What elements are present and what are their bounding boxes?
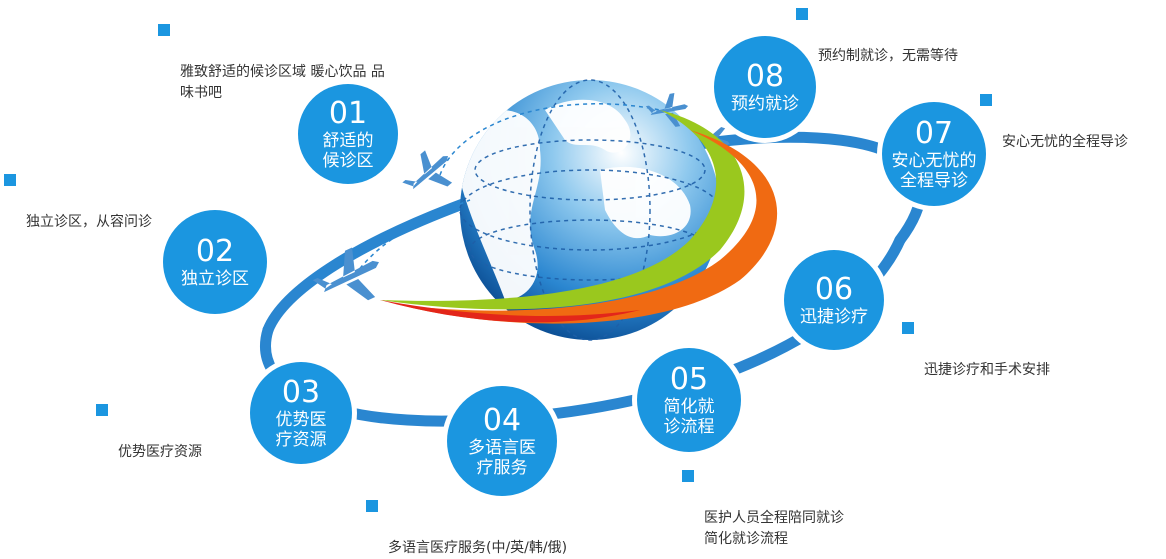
step-circle-04: 04 多语言医 疗服务 (447, 386, 557, 496)
square-bullet-icon (902, 322, 914, 334)
step-circle-06: 06 迅捷诊疗 (784, 250, 884, 350)
note-text: 多语言医疗服务(中/英/韩/俄) (388, 540, 568, 556)
step-label: 独立诊区 (181, 269, 249, 289)
step-number: 06 (814, 272, 854, 307)
step-number: 07 (914, 116, 954, 151)
note-waiting-area: 雅致舒适的候诊区域 暖心饮品 品 味书吧 (158, 20, 460, 104)
step-number: 01 (328, 96, 368, 131)
airplane-icon (312, 247, 379, 301)
note-text: 迅捷诊疗和手术安排 (924, 362, 1050, 378)
step-label: 多语言医 疗服务 (468, 438, 536, 478)
note-text: 雅致舒适的候诊区域 暖心饮品 品 味书吧 (180, 64, 385, 101)
note-private-area: 独立诊区，从容问诊 (4, 170, 226, 233)
step-number: 08 (745, 59, 785, 94)
note-text: 预约制就诊，无需等待 (818, 48, 958, 64)
note-text: 独立诊区，从容问诊 (26, 214, 152, 230)
note-multilingual: 多语言医疗服务(中/英/韩/俄) (366, 496, 648, 559)
step-circle-05: 05 简化就 诊流程 (637, 348, 741, 452)
step-label: 预约就诊 (731, 94, 799, 114)
ribbon-red (380, 300, 640, 323)
note-fast-treatment: 迅捷诊疗和手术安排 (902, 318, 1124, 381)
airplane-icon (402, 150, 453, 190)
step-number: 03 (281, 375, 321, 410)
note-text: 安心无忧的全程导诊 (1002, 134, 1128, 150)
step-label: 优势医 疗资源 (275, 410, 327, 450)
square-bullet-icon (980, 94, 992, 106)
step-circle-01: 01 舒适的 候诊区 (298, 84, 398, 184)
note-escort: 医护人员全程陪同就诊 简化就诊流程 (682, 466, 924, 550)
note-appointment: 预约制就诊，无需等待 (796, 4, 1018, 67)
square-bullet-icon (158, 24, 170, 36)
globe-continents (460, 99, 691, 300)
square-bullet-icon (4, 174, 16, 186)
flight-paths (354, 103, 661, 276)
note-resources: 优势医疗资源 (96, 400, 268, 463)
note-guide: 安心无忧的全程导诊 (980, 90, 1162, 153)
note-text: 优势医疗资源 (118, 444, 202, 460)
step-circle-03: 03 优势医 疗资源 (250, 362, 352, 464)
globe-orbit-diagram (260, 79, 926, 427)
step-circle-02: 02 独立诊区 (163, 210, 267, 314)
square-bullet-icon (682, 470, 694, 482)
step-number: 05 (669, 362, 709, 397)
square-bullet-icon (796, 8, 808, 20)
step-circle-07: 07 安心无忧的 全程导诊 (882, 102, 986, 206)
step-label: 安心无忧的 全程导诊 (891, 151, 977, 191)
step-label: 简化就 诊流程 (663, 397, 715, 437)
step-number: 02 (195, 234, 235, 269)
step-label: 舒适的 候诊区 (322, 131, 374, 171)
step-number: 04 (482, 403, 522, 438)
square-bullet-icon (96, 404, 108, 416)
square-bullet-icon (366, 500, 378, 512)
note-text: 医护人员全程陪同就诊 简化就诊流程 (704, 510, 844, 547)
airplane-icon (645, 93, 689, 127)
step-label: 迅捷诊疗 (800, 307, 868, 327)
step-circle-08: 08 预约就诊 (714, 36, 816, 138)
